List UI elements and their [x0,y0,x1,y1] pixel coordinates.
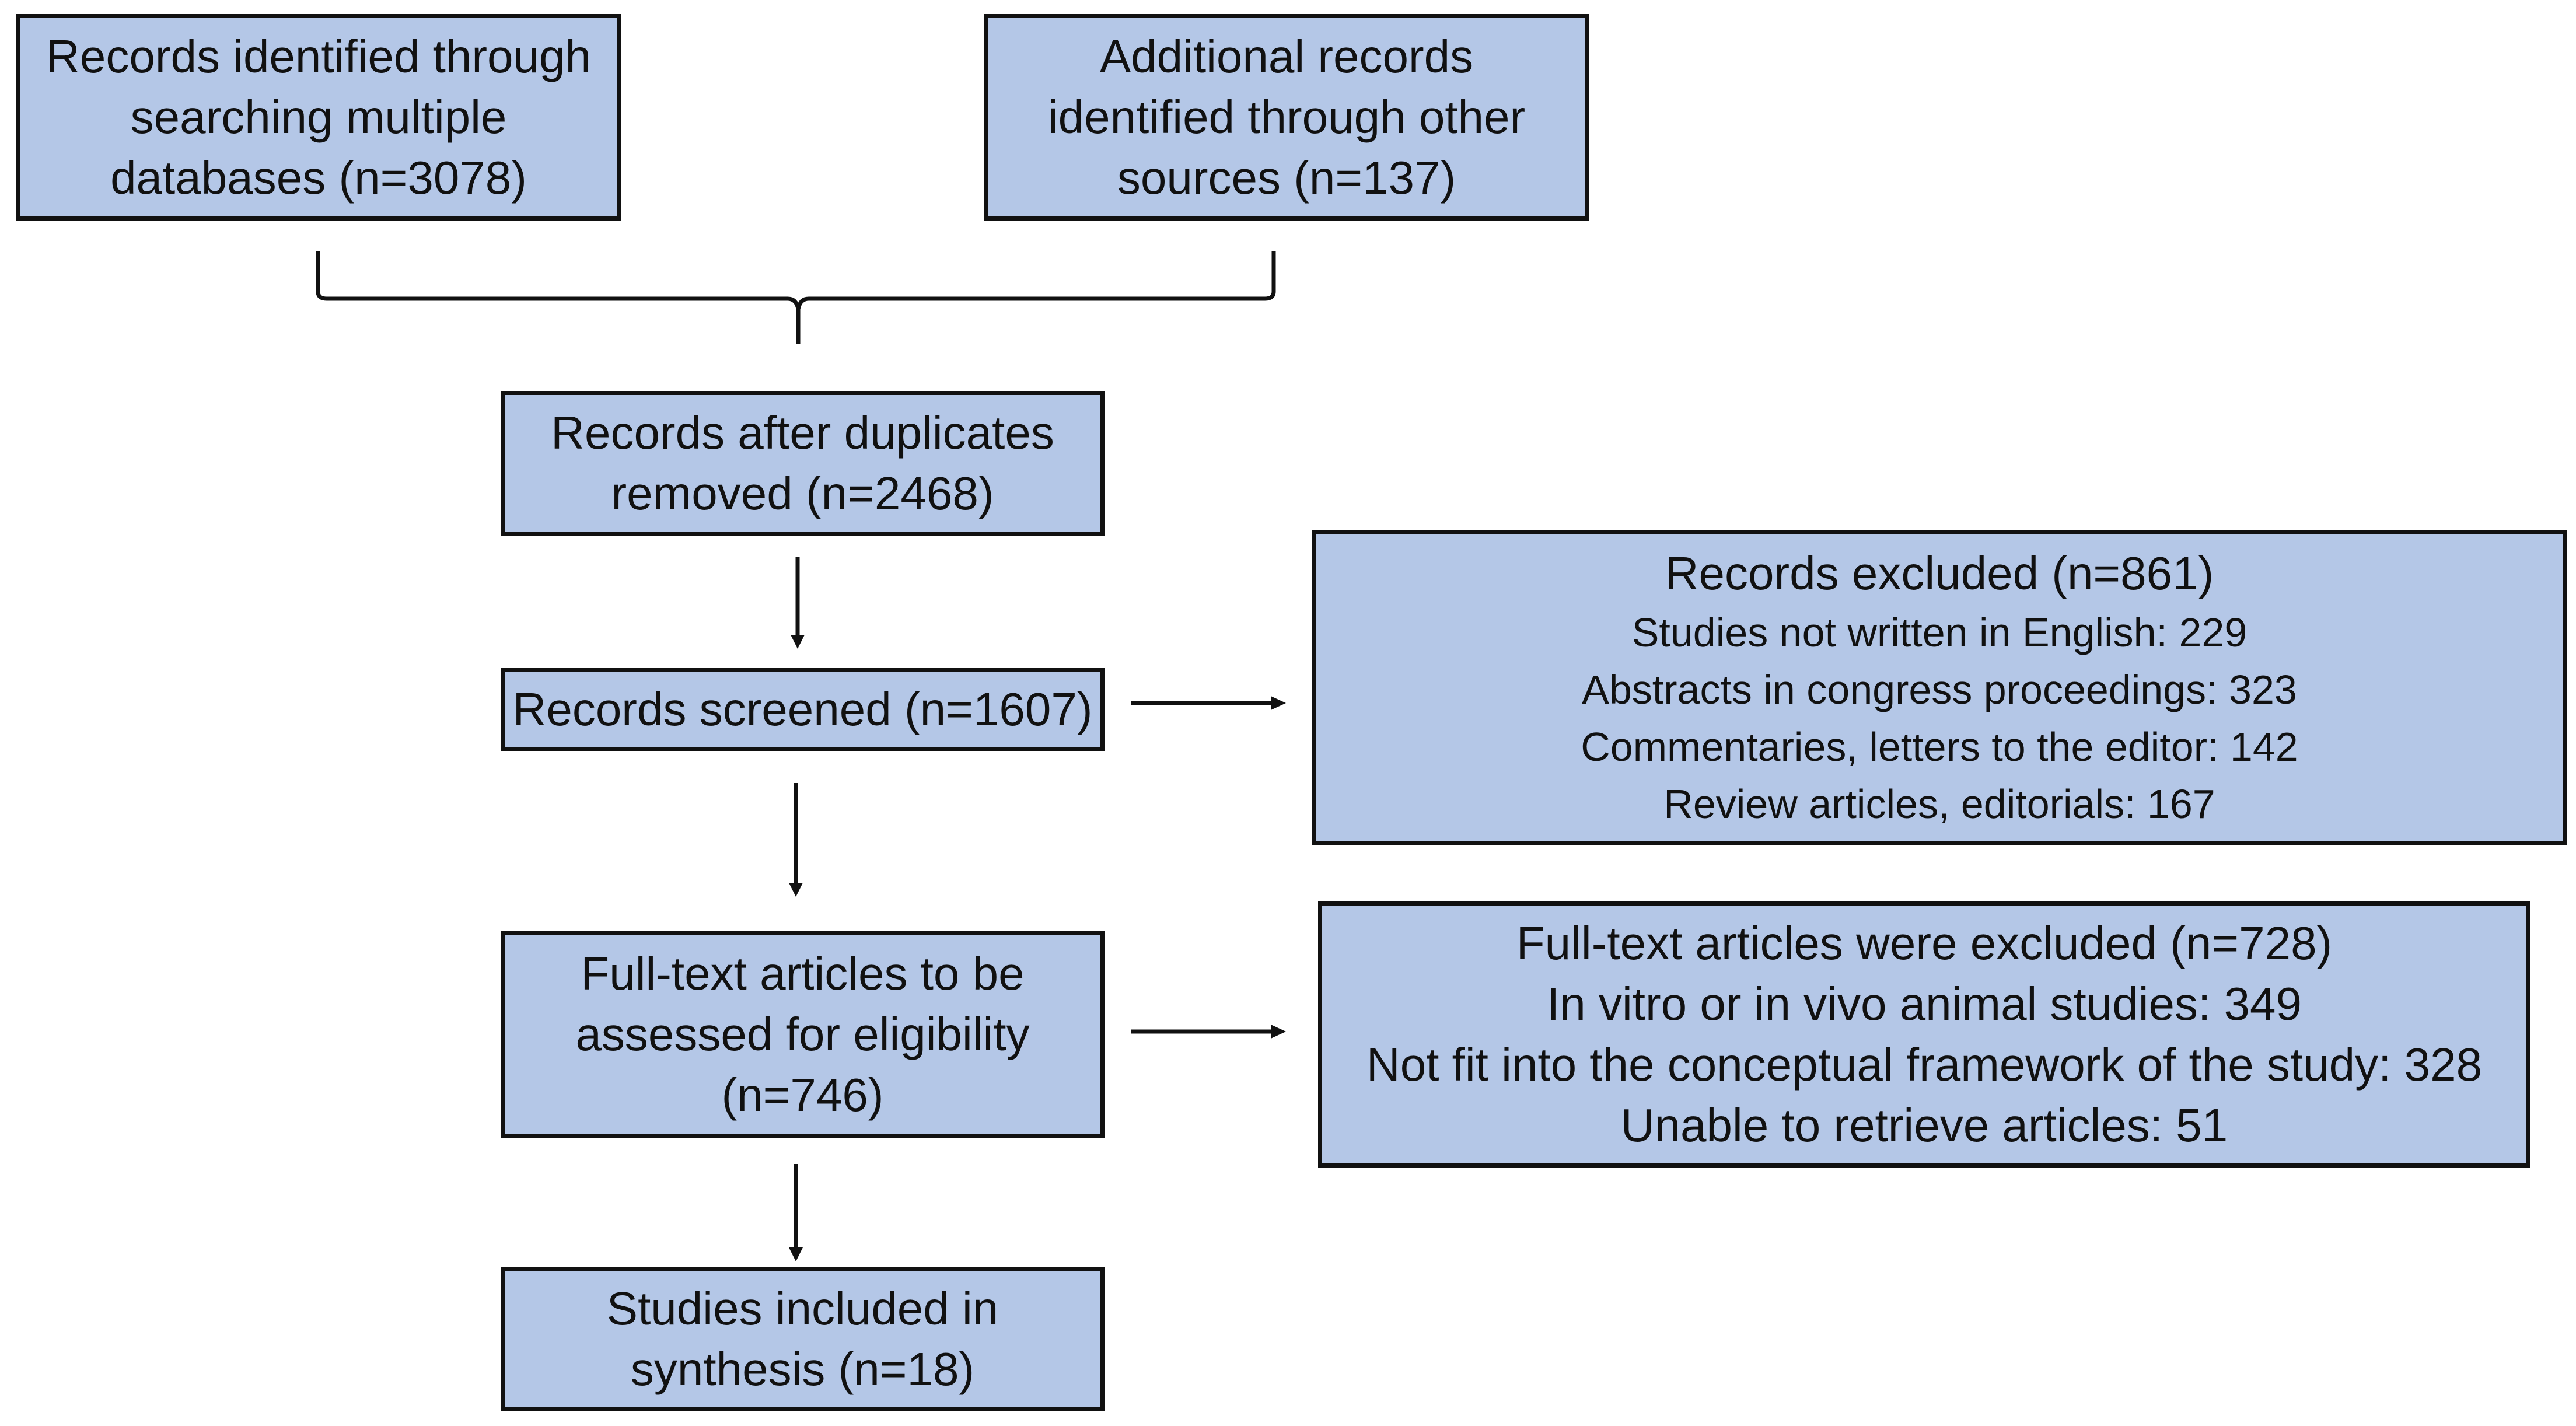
fulltext-excluded-item: In vitro or in vivo animal studies: 349 [1547,978,2302,1030]
included-line-2: synthesis (n=18) [630,1343,975,1395]
after-duplicates-line-2: removed (n=2468) [611,467,994,519]
arrowhead-fulltext-to-included [789,1247,803,1261]
databases-line-3: databases (n=3078) [110,152,527,204]
box-studies-included: Studies included in synthesis (n=18) [501,1267,1105,1411]
other-line-2: identified through other [1047,91,1526,143]
other-line-1: Additional records [1099,30,1474,82]
box-fulltext-excluded: Full-text articles were excluded (n=728)… [1318,901,2530,1168]
other-line-3: sources (n=137) [1117,152,1456,204]
records-excluded-item: Review articles, editorials: 167 [1663,781,2215,827]
databases-line-2: searching multiple [130,91,507,143]
box-records-excluded: Records excluded (n=861) Studies not wri… [1312,530,2567,845]
box-full-text-assessed: Full-text articles to be assessed for el… [501,931,1105,1138]
merge-brace [316,251,1276,344]
after-duplicates-line-1: Records after duplicates [551,407,1054,459]
fulltext-excluded-title: Full-text articles were excluded (n=728) [1516,917,2333,969]
box-records-screened: Records screened (n=1607) [501,668,1105,751]
arrowhead-screened-to-fulltext [789,883,803,897]
fulltext-excluded-item: Unable to retrieve articles: 51 [1620,1099,2228,1151]
box-additional-records: Additional records identified through ot… [984,14,1589,221]
records-excluded-item: Studies not written in English: 229 [1631,609,2248,655]
arrowhead-fulltext-to-excluded [1271,1025,1286,1039]
databases-line-1: Records identified through [46,30,591,82]
fulltext-excluded-item: Not fit into the conceptual framework of… [1366,1039,2483,1091]
full-text-line-1: Full-text articles to be [581,948,1025,999]
records-excluded-item: Abstracts in congress proceedings: 323 [1582,666,2297,712]
arrowhead-dedup-to-screened [791,635,805,649]
arrowhead-screened-to-excluded [1271,696,1286,710]
records-excluded-title: Records excluded (n=861) [1665,547,2214,599]
box-after-duplicates: Records after duplicates removed (n=2468… [501,391,1105,536]
included-line-1: Studies included in [606,1282,999,1334]
screened-line-1: Records screened (n=1607) [512,683,1093,735]
full-text-line-3: (n=746) [721,1069,884,1121]
box-records-databases: Records identified through searching mul… [16,14,621,221]
records-excluded-item: Commentaries, letters to the editor: 142 [1581,724,2298,770]
full-text-line-2: assessed for eligibility [575,1008,1030,1060]
